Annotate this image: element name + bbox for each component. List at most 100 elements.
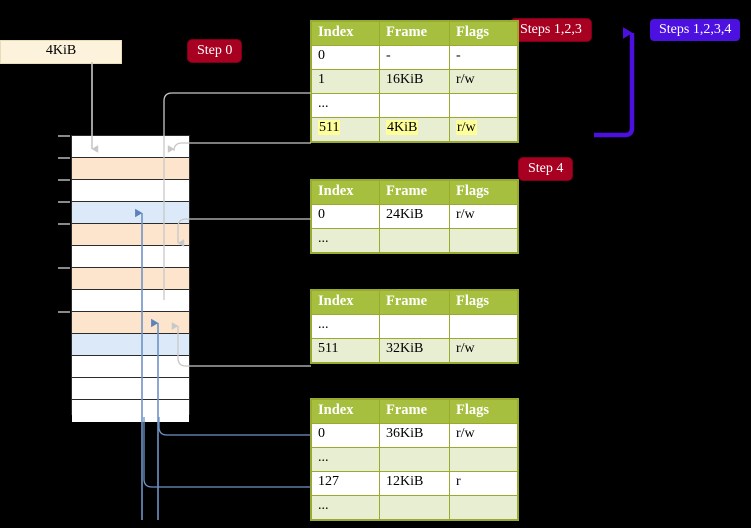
cell-flags: r/w xyxy=(449,117,518,142)
table-header-row: Index Frame Flags xyxy=(311,21,518,46)
memory-frame-row xyxy=(72,202,189,224)
table-row: ... xyxy=(311,228,518,253)
column-header-flags: Flags xyxy=(449,21,518,46)
memory-row-tick xyxy=(58,267,70,269)
cell-frame: 16KiB xyxy=(379,69,450,94)
column-header-frame: Frame xyxy=(379,290,450,315)
memory-frame-row xyxy=(72,136,189,158)
cell-flags: r/w xyxy=(449,69,518,94)
steps-123-text: Steps 1,2,3 xyxy=(520,22,582,37)
steps-1234-text: Steps 1,2,3,4 xyxy=(659,22,732,37)
cell-flags: r xyxy=(449,471,518,496)
cell-frame: - xyxy=(379,45,450,70)
cell-flags: r/w xyxy=(449,204,518,229)
connector-pt-row127 xyxy=(143,417,311,488)
memory-frame-row xyxy=(72,312,189,334)
column-header-flags: Flags xyxy=(449,399,518,424)
cell-index: 511 xyxy=(311,338,380,363)
cell-flags: r/w xyxy=(449,338,518,363)
connector-pdpt-row0 xyxy=(177,218,311,247)
cell-frame: 12KiB xyxy=(379,471,450,496)
cell-frame xyxy=(379,314,450,339)
cell-flags xyxy=(449,314,518,339)
step-4-label: Step 4 xyxy=(519,158,573,180)
step-0-label: Step 0 xyxy=(188,40,242,62)
memory-row-tick xyxy=(58,311,70,313)
cell-index: ... xyxy=(311,495,380,520)
cell-index: 511 xyxy=(311,117,380,142)
table-row: 511 4KiB r/w xyxy=(311,117,518,142)
cell-frame xyxy=(379,447,450,472)
memory-frame-row xyxy=(72,180,189,202)
column-header-frame: Frame xyxy=(379,21,450,46)
memory-frame-row xyxy=(72,378,189,400)
table-row: 0-- xyxy=(311,45,518,70)
column-header-index: Index xyxy=(311,180,380,205)
column-header-index: Index xyxy=(311,290,380,315)
cell-flags xyxy=(449,495,518,520)
memory-frame-row xyxy=(72,356,189,378)
cell-flags xyxy=(449,447,518,472)
memory-row-tick xyxy=(58,135,70,137)
column-header-frame: Frame xyxy=(379,399,450,424)
cell-flags xyxy=(449,93,518,118)
cell-index: ... xyxy=(311,228,380,253)
table-header-row: Index Frame Flags xyxy=(311,399,518,424)
cell-frame xyxy=(379,93,450,118)
highlighted-value: 4KiB xyxy=(386,120,419,135)
column-header-frame: Frame xyxy=(379,180,450,205)
cell-index: 0 xyxy=(311,204,380,229)
memory-row-tick xyxy=(58,157,70,159)
cell-index: ... xyxy=(311,447,380,472)
highlighted-value: r/w xyxy=(456,120,477,135)
cell-index: 127 xyxy=(311,471,380,496)
cell-flags: r/w xyxy=(449,423,518,448)
frame-size-box: 4KiB xyxy=(0,40,122,64)
cell-flags xyxy=(449,228,518,253)
arrow-steps-1234 xyxy=(594,27,635,138)
cell-index: 1 xyxy=(311,69,380,94)
cell-frame: 4KiB xyxy=(379,117,450,142)
memory-frame-row xyxy=(72,334,189,356)
cell-frame xyxy=(379,495,450,520)
table-header-row: Index Frame Flags xyxy=(311,290,518,315)
table-row: ... xyxy=(311,314,518,339)
table-row: ... xyxy=(311,93,518,118)
table-header-row: Index Frame Flags xyxy=(311,180,518,205)
cell-frame: 24KiB xyxy=(379,204,450,229)
memory-frame-row xyxy=(72,268,189,290)
column-header-index: Index xyxy=(311,21,380,46)
cell-index: ... xyxy=(311,314,380,339)
memory-row-tick xyxy=(58,223,70,225)
cell-frame xyxy=(379,228,450,253)
memory-frame-row xyxy=(72,246,189,268)
cell-index: 0 xyxy=(311,423,380,448)
memory-frame-row xyxy=(72,400,189,422)
table-row: ... xyxy=(311,447,518,472)
steps-123-label: Steps 1,2,3 xyxy=(511,19,591,41)
cell-flags: - xyxy=(449,45,518,70)
cell-frame: 32KiB xyxy=(379,338,450,363)
memory-frame-row xyxy=(72,290,189,312)
steps-1234-label: Steps 1,2,3,4 xyxy=(650,19,741,41)
memory-row-tick xyxy=(58,201,70,203)
connector-pml4-row511 xyxy=(167,142,311,153)
physical-memory-column xyxy=(71,135,190,422)
memory-frame-row xyxy=(72,158,189,180)
column-header-flags: Flags xyxy=(449,180,518,205)
frame-size-label: 4KiB xyxy=(45,43,77,58)
